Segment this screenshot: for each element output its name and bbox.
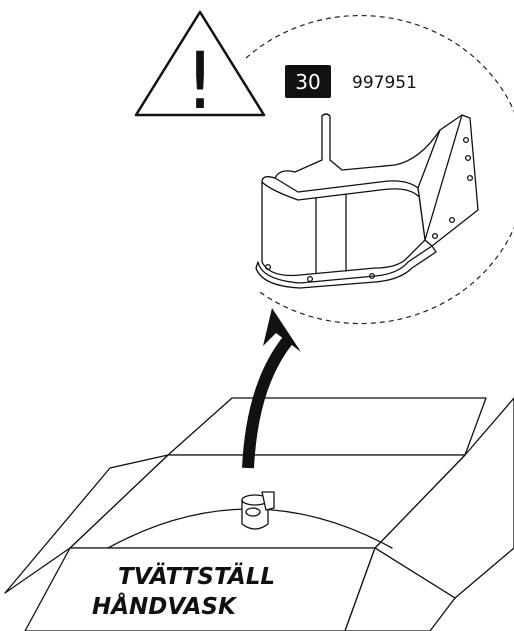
faucet-fitting bbox=[241, 491, 275, 530]
lift-out-arrow bbox=[242, 308, 301, 469]
box-label-line-1: TVÄTTSTÄLL bbox=[118, 562, 275, 590]
cardboard-box: TVÄTTSTÄLL HÅNDVASK bbox=[4, 397, 514, 631]
bracket-part bbox=[255, 113, 479, 289]
part-number: 997951 bbox=[352, 73, 417, 93]
part-quantity-badge: 30 bbox=[285, 65, 331, 98]
detail-callout-circle bbox=[245, 14, 514, 325]
warning-triangle-icon: ! bbox=[134, 10, 266, 127]
badge-number: 30 bbox=[295, 70, 320, 94]
box-label-line-2: HÅNDVASK bbox=[92, 592, 238, 620]
warning-symbol: ! bbox=[184, 37, 215, 127]
